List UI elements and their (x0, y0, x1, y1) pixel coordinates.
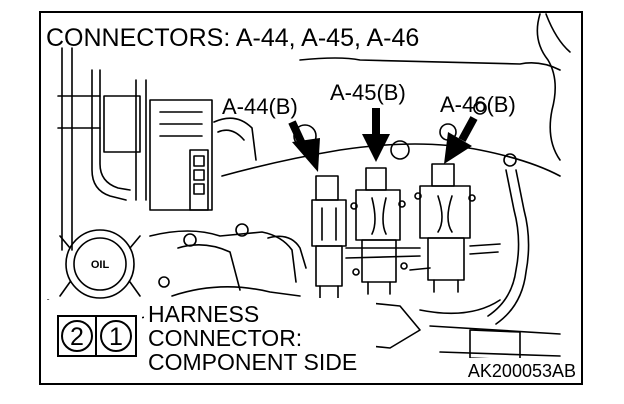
arrow-a45 (362, 108, 390, 162)
harness-connector-legend: 2 1 (44, 300, 142, 374)
arrow-a46 (444, 116, 478, 164)
harness-text-line-2: CONNECTOR: (148, 325, 302, 351)
coil-pack-a44 (311, 175, 347, 299)
pin-2-label: 2 (70, 323, 84, 351)
pin-1-circle (100, 320, 132, 352)
diagram-title: CONNECTORS: A-44, A-45, A-46 (46, 24, 419, 52)
coil-pack-a45 (355, 167, 401, 295)
engine-illustration (47, 13, 571, 361)
arrow-a44 (288, 120, 320, 172)
pin-2-circle (61, 320, 93, 352)
figure-code: AK200053AB (468, 361, 576, 381)
harness-text-line-1: HARNESS (148, 301, 259, 327)
connector-label-a46: A-46(B) (440, 92, 516, 117)
pointer-arrows (288, 108, 478, 172)
connector-label-a45: A-45(B) (330, 80, 406, 105)
pin-1-label: 1 (109, 323, 123, 351)
oil-cap-text: OIL (91, 259, 110, 271)
connector-label-a44: A-44(B) (222, 94, 298, 119)
coil-pack-a46 (419, 163, 471, 293)
harness-text-line-3: COMPONENT SIDE (148, 349, 357, 375)
